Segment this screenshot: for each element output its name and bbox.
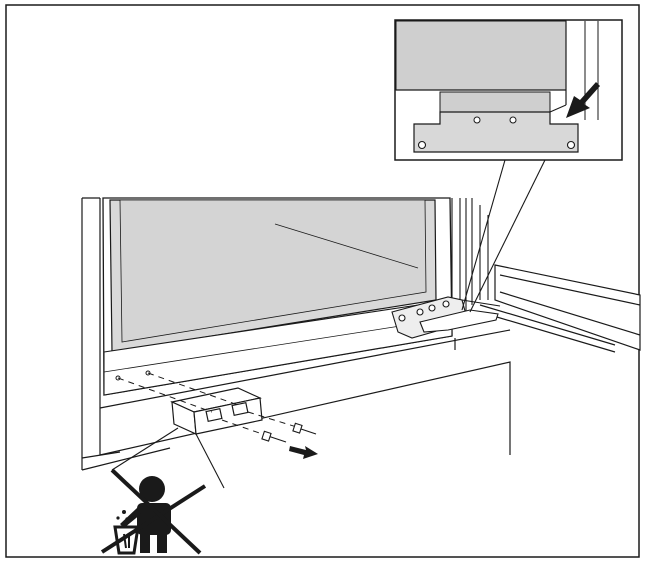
inset-detail: [394, 19, 623, 161]
screw-1: [261, 430, 287, 443]
hinge-bracket: [391, 296, 501, 339]
screw-2: [292, 422, 317, 435]
cabinet-side-panel: [81, 197, 101, 470]
open-door: [479, 264, 641, 353]
door-panel: [102, 197, 453, 396]
dashed-guides: [117, 372, 301, 437]
inset-bracket: [413, 111, 579, 153]
callout-leader-lines: [111, 159, 546, 489]
arrow-right-icon: [289, 446, 318, 459]
inset-door-edge: [395, 20, 567, 91]
arrow-down-left-icon: [566, 82, 600, 118]
no-disposal-icon: [100, 468, 207, 555]
